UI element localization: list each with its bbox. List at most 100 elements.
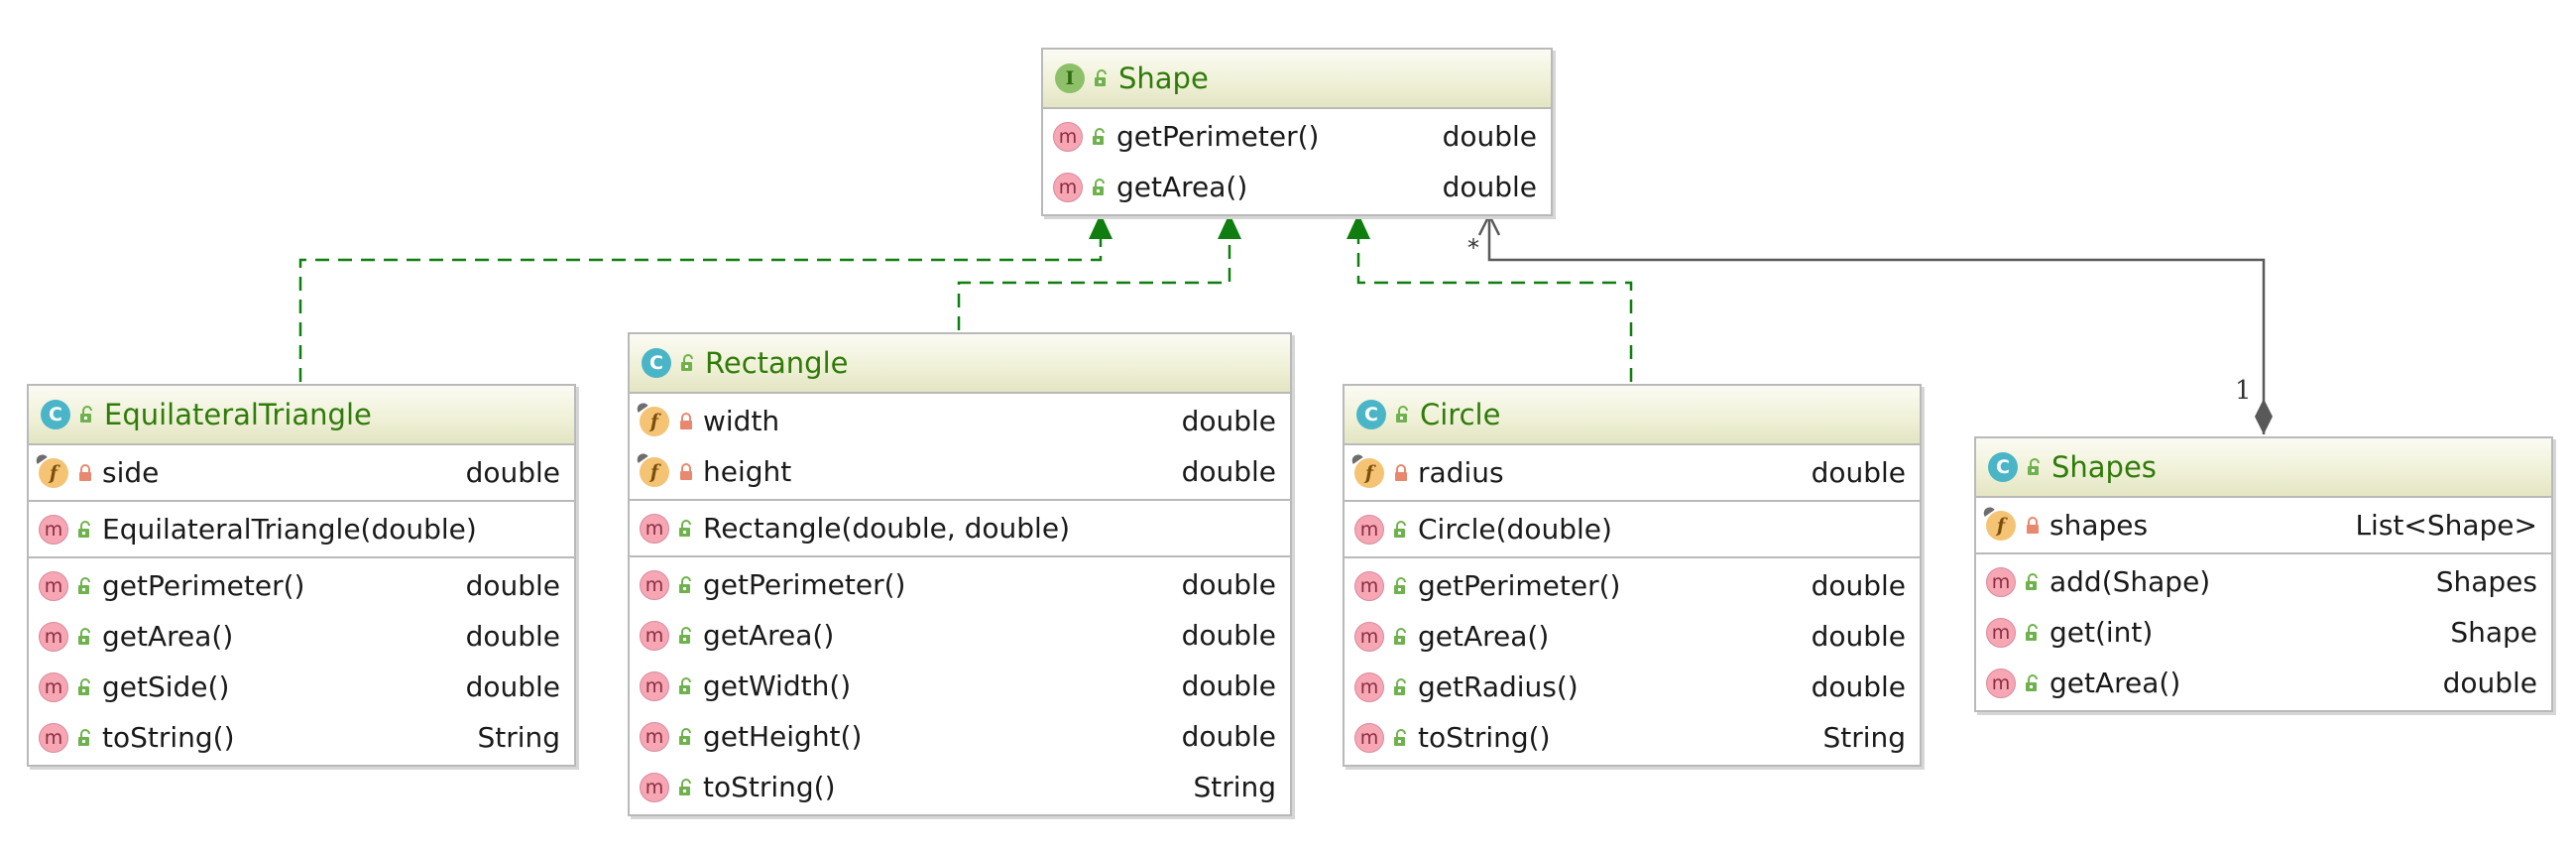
member-type: double bbox=[465, 569, 560, 602]
method-icon: m bbox=[1354, 570, 1384, 601]
public-visibility-icon bbox=[80, 406, 92, 423]
member-type: double bbox=[1181, 455, 1276, 488]
method-icon: m bbox=[1053, 172, 1083, 202]
class-header: I Shape bbox=[1043, 50, 1551, 109]
member-type: double bbox=[1811, 456, 1906, 489]
method-row[interactable]: m getArea() double bbox=[1043, 162, 1551, 212]
public-visibility-icon bbox=[1394, 627, 1406, 645]
method-icon: m bbox=[640, 772, 669, 802]
private-visibility-icon bbox=[2027, 516, 2039, 534]
member-name: Rectangle(double, double) bbox=[703, 512, 1070, 545]
class-icon: C bbox=[642, 348, 671, 378]
field-name: shapes bbox=[2049, 509, 2149, 542]
member-name: get(int) bbox=[2049, 616, 2154, 649]
member-type: double bbox=[1442, 171, 1537, 203]
public-visibility-icon bbox=[679, 575, 691, 593]
multiplicity-source: 1 bbox=[2235, 376, 2252, 406]
member-type: double bbox=[465, 620, 560, 653]
public-visibility-icon bbox=[78, 576, 90, 594]
public-visibility-icon bbox=[1095, 69, 1107, 86]
member-name: getPerimeter() bbox=[102, 569, 305, 602]
method-icon: m bbox=[640, 620, 669, 651]
field-name: radius bbox=[1418, 456, 1504, 489]
member-type: String bbox=[1822, 721, 1906, 754]
member-type: double bbox=[1181, 669, 1276, 702]
field-icon: f bbox=[39, 457, 68, 488]
field-row[interactable]: f shapes List<Shape> bbox=[1976, 500, 2551, 550]
member-type: List<Shape> bbox=[2355, 509, 2537, 542]
field-icon: f bbox=[640, 456, 669, 487]
method-icon: m bbox=[39, 722, 68, 753]
method-icon: m bbox=[1354, 722, 1384, 753]
method-row[interactable]: m toString() String bbox=[1345, 712, 1920, 763]
member-name: toString() bbox=[1418, 721, 1551, 754]
public-visibility-icon bbox=[681, 354, 693, 371]
method-icon: m bbox=[39, 514, 68, 545]
interface-icon: I bbox=[1055, 63, 1085, 93]
private-visibility-icon bbox=[680, 462, 692, 480]
method-icon: m bbox=[1986, 566, 2016, 597]
private-visibility-icon bbox=[1395, 463, 1407, 481]
public-visibility-icon bbox=[2026, 673, 2038, 691]
public-visibility-icon bbox=[679, 727, 691, 745]
member-name: getRadius() bbox=[1418, 670, 1579, 703]
public-visibility-icon bbox=[1093, 127, 1105, 145]
member-name: toString() bbox=[102, 721, 235, 754]
fields-section: f shapes List<Shape> bbox=[1976, 498, 2551, 554]
public-visibility-icon bbox=[1394, 728, 1406, 746]
realization-edge-triangle bbox=[298, 213, 1112, 382]
member-type: double bbox=[1181, 568, 1276, 601]
class-name: Circle bbox=[1420, 398, 1501, 431]
method-icon: m bbox=[640, 670, 669, 701]
member-type: double bbox=[1811, 620, 1906, 653]
method-icon: m bbox=[1986, 668, 2016, 698]
public-visibility-icon bbox=[2026, 572, 2038, 590]
public-visibility-icon bbox=[1093, 178, 1105, 195]
field-icon: f bbox=[1986, 510, 2016, 541]
class-name: Shape bbox=[1118, 61, 1209, 95]
member-name: getArea() bbox=[1116, 171, 1248, 203]
public-visibility-icon bbox=[679, 676, 691, 694]
member-type: double bbox=[1181, 405, 1276, 437]
member-name: getArea() bbox=[2049, 667, 2181, 699]
private-visibility-icon bbox=[79, 463, 91, 481]
method-icon: m bbox=[640, 569, 669, 600]
public-visibility-icon bbox=[1394, 677, 1406, 695]
member-type: Shape bbox=[2450, 616, 2537, 649]
